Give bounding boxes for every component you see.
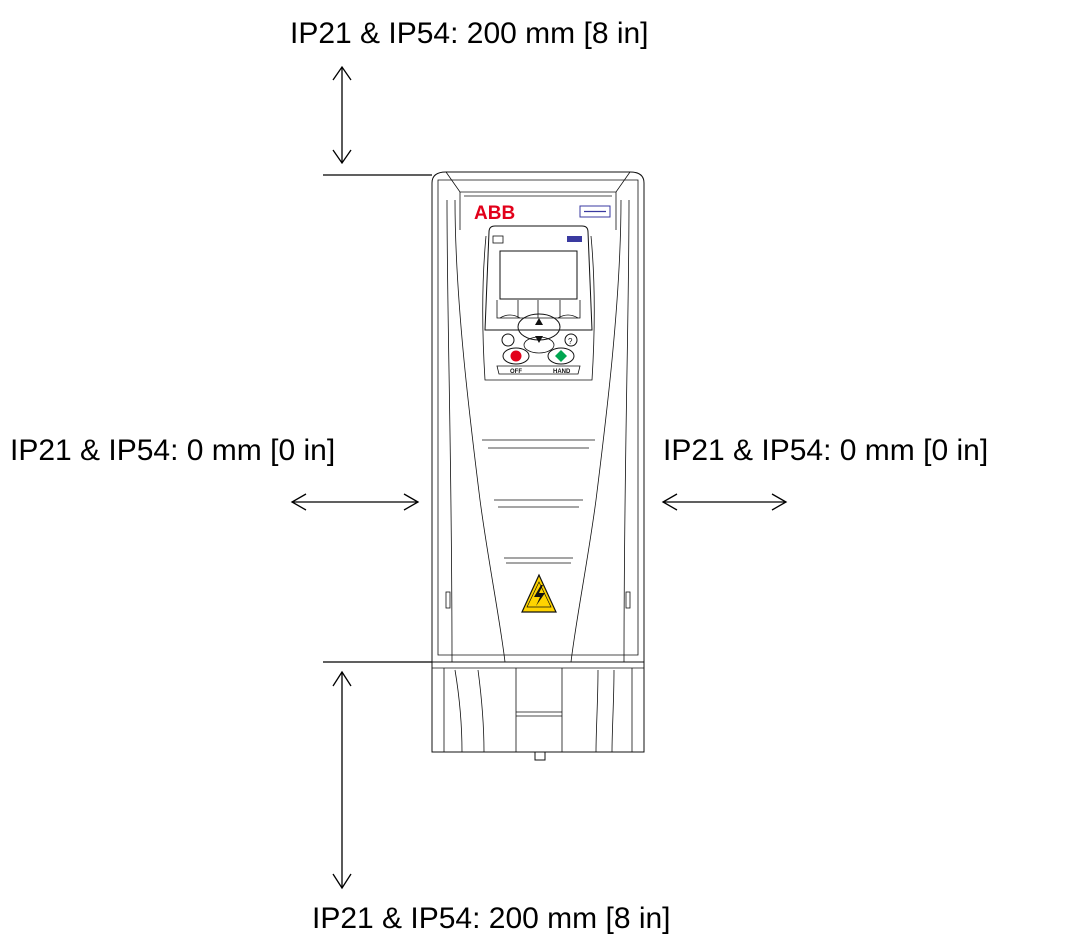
off-button-label: OFF <box>510 369 522 375</box>
drive-unit: ABB ? <box>431 171 645 761</box>
top-clearance-arrow <box>332 65 352 165</box>
right-clearance-label: IP21 & IP54: 0 mm [0 in] <box>663 434 988 467</box>
left-clearance-label: IP21 & IP54: 0 mm [0 in] <box>10 434 335 467</box>
drive-housing <box>431 171 645 663</box>
loc-rem-key <box>501 333 515 347</box>
bottom-connector <box>534 752 546 761</box>
right-clearance-arrow <box>661 493 788 511</box>
panel-display <box>499 250 578 300</box>
high-voltage-warning-icon <box>521 573 557 613</box>
panel-badge <box>567 236 582 242</box>
hvac-badge <box>579 205 611 218</box>
control-panel: ? OFF HAND <box>482 225 595 381</box>
up-arrow-icon <box>535 318 543 325</box>
abb-logo: ABB <box>474 203 515 224</box>
hand-button-label: HAND <box>553 369 571 375</box>
help-key <box>564 333 578 347</box>
top-clearance-label: IP21 & IP54: 200 mm [8 in] <box>290 17 649 50</box>
bottom-cover <box>431 661 645 753</box>
stop-button-icon <box>510 350 522 362</box>
down-arrow-icon <box>535 336 543 343</box>
bottom-clearance-arrow <box>332 670 352 890</box>
start-button-icon <box>555 350 567 362</box>
bottom-clearance-label: IP21 & IP54: 200 mm [8 in] <box>312 902 671 935</box>
svg-text:?: ? <box>568 337 573 346</box>
left-clearance-arrow <box>290 493 420 511</box>
